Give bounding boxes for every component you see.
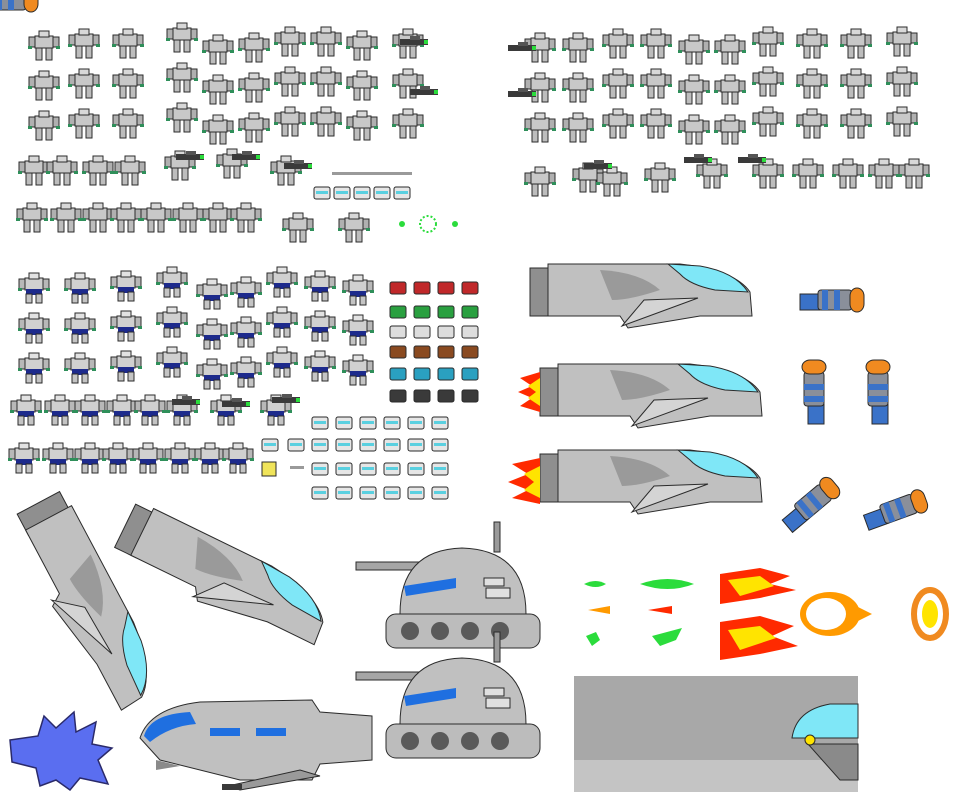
blue-mech-sprites [7, 266, 375, 477]
ring-blast-icon [911, 587, 949, 641]
tilted-dropships [6, 489, 338, 717]
white-mech-sprites [15, 22, 458, 243]
projectiles-effects [584, 568, 949, 660]
plasma-spark-icon [399, 215, 458, 233]
mech-heads-palette [261, 281, 479, 500]
tanks [355, 521, 541, 759]
fighter-ship [139, 699, 373, 791]
dropship-hull [508, 263, 763, 515]
burst-icon [9, 710, 114, 792]
fireball-icon [800, 592, 872, 636]
white-mech-sprites-right [508, 26, 931, 197]
turret-cannons [0, 0, 931, 535]
engine-flame-icon [508, 372, 540, 504]
cockpit-panel [574, 676, 859, 792]
flame-icon [720, 568, 798, 660]
